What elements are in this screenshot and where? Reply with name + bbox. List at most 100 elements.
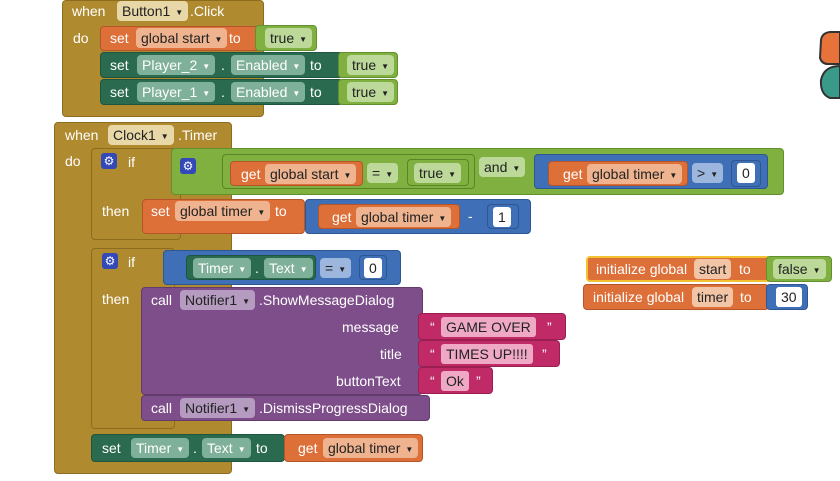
chevron-down-icon: ▼ bbox=[338, 265, 347, 274]
get-keyword: get bbox=[241, 166, 261, 182]
to-keyword: to bbox=[256, 440, 268, 456]
gear-icon[interactable]: ⚙ bbox=[102, 253, 118, 269]
dot: . bbox=[193, 440, 197, 456]
chevron-down-icon: ▼ bbox=[299, 35, 308, 44]
greater-than-operator-dropdown[interactable]: >▼ bbox=[692, 163, 724, 183]
chevron-down-icon: ▼ bbox=[343, 171, 352, 180]
open-quote: “ bbox=[430, 373, 435, 389]
variable-dropdown-global-start[interactable]: global start▼ bbox=[265, 164, 357, 184]
number-value-30[interactable]: 30 bbox=[776, 287, 802, 307]
chevron-down-icon: ▼ bbox=[292, 62, 301, 71]
true-dropdown[interactable]: true▼ bbox=[347, 55, 395, 75]
number-value-1[interactable]: 1 bbox=[493, 207, 511, 227]
then-keyword: then bbox=[102, 203, 130, 219]
variable-name-start[interactable]: start bbox=[694, 259, 732, 279]
variable-dropdown-global-timer[interactable]: global timer▼ bbox=[587, 164, 683, 184]
chevron-down-icon: ▼ bbox=[160, 132, 169, 141]
to-keyword: to bbox=[310, 57, 322, 73]
initialize-global-label: initialize global bbox=[593, 289, 685, 305]
variable-dropdown-global-timer[interactable]: global timer▼ bbox=[175, 201, 271, 221]
when-keyword: when bbox=[65, 127, 99, 143]
event-name: .Click bbox=[190, 3, 225, 19]
close-quote: ” bbox=[547, 319, 552, 335]
text-value-title[interactable]: TIMES UP!!!! bbox=[441, 344, 533, 364]
then-keyword: then bbox=[102, 291, 130, 307]
chevron-down-icon: ▼ bbox=[292, 89, 301, 98]
do-keyword: do bbox=[65, 153, 81, 169]
true-dropdown[interactable]: true▼ bbox=[347, 82, 395, 102]
param-label-button-text: buttonText bbox=[336, 373, 401, 389]
component-dropdown-player1[interactable]: Player_1▼ bbox=[137, 82, 216, 102]
chevron-down-icon: ▼ bbox=[405, 445, 414, 454]
component-dropdown-player2[interactable]: Player_2▼ bbox=[137, 55, 216, 75]
chevron-down-icon: ▼ bbox=[710, 170, 719, 179]
equals-operator-dropdown[interactable]: =▼ bbox=[367, 163, 399, 183]
gear-icon[interactable]: ⚙ bbox=[180, 158, 196, 174]
text-value-message[interactable]: GAME OVER bbox=[441, 317, 536, 337]
chevron-down-icon: ▼ bbox=[242, 297, 251, 306]
false-dropdown[interactable]: false▼ bbox=[773, 259, 826, 279]
close-quote: ” bbox=[542, 346, 547, 362]
dot: . bbox=[221, 84, 225, 100]
gear-icon[interactable]: ⚙ bbox=[101, 153, 117, 169]
equals-operator-dropdown[interactable]: =▼ bbox=[320, 258, 352, 278]
dot: . bbox=[221, 57, 225, 73]
to-keyword: to bbox=[310, 84, 322, 100]
method-name: .DismissProgressDialog bbox=[259, 400, 408, 416]
if-keyword: if bbox=[128, 254, 135, 270]
set-keyword: set bbox=[151, 203, 170, 219]
chevron-down-icon: ▼ bbox=[299, 265, 308, 274]
get-keyword: get bbox=[563, 166, 583, 182]
chevron-down-icon: ▼ bbox=[242, 405, 251, 414]
property-dropdown-text[interactable]: Text▼ bbox=[202, 438, 251, 458]
variable-dropdown-global-start[interactable]: global start▼ bbox=[136, 28, 228, 48]
initialize-global-timer-block[interactable] bbox=[583, 284, 769, 310]
number-value-0[interactable]: 0 bbox=[737, 163, 755, 183]
minus-operator: - bbox=[468, 208, 473, 224]
method-name: .ShowMessageDialog bbox=[259, 292, 395, 308]
component-dropdown-timer[interactable]: Timer▼ bbox=[131, 438, 190, 458]
chevron-down-icon: ▼ bbox=[176, 445, 185, 454]
component-dropdown-button1[interactable]: Button1▼ bbox=[117, 1, 189, 21]
call-keyword: call bbox=[151, 292, 173, 308]
set-keyword: set bbox=[102, 440, 121, 456]
property-dropdown-enabled[interactable]: Enabled▼ bbox=[231, 55, 306, 75]
property-dropdown-text[interactable]: Text▼ bbox=[264, 258, 313, 278]
event-name: .Timer bbox=[178, 127, 218, 143]
param-label-title: title bbox=[380, 346, 402, 362]
chevron-down-icon: ▼ bbox=[202, 89, 211, 98]
chevron-down-icon: ▼ bbox=[237, 445, 246, 454]
chevron-down-icon: ▼ bbox=[202, 62, 211, 71]
component-dropdown-notifier1[interactable]: Notifier1▼ bbox=[180, 290, 256, 310]
chevron-down-icon: ▼ bbox=[385, 170, 394, 179]
chevron-down-icon: ▼ bbox=[175, 8, 184, 17]
variable-dropdown-global-timer[interactable]: global timer▼ bbox=[323, 438, 419, 458]
close-quote: ” bbox=[476, 373, 481, 389]
get-keyword: get bbox=[332, 209, 352, 225]
variable-name-timer[interactable]: timer bbox=[692, 287, 734, 307]
property-dropdown-enabled[interactable]: Enabled▼ bbox=[231, 82, 306, 102]
component-dropdown-clock1[interactable]: Clock1▼ bbox=[108, 125, 174, 145]
chevron-down-icon: ▼ bbox=[381, 89, 390, 98]
to-keyword: to bbox=[275, 203, 287, 219]
component-dropdown-notifier1[interactable]: Notifier1▼ bbox=[180, 398, 256, 418]
get-keyword: get bbox=[298, 440, 318, 456]
variable-dropdown-global-timer[interactable]: global timer▼ bbox=[356, 207, 452, 227]
number-value-0[interactable]: 0 bbox=[364, 258, 382, 278]
text-value-button-text[interactable]: Ok bbox=[441, 371, 469, 391]
initialize-global-label: initialize global bbox=[596, 261, 688, 277]
to-keyword: to bbox=[229, 30, 241, 46]
chevron-down-icon: ▼ bbox=[448, 170, 457, 179]
set-keyword: set bbox=[110, 57, 129, 73]
to-keyword: to bbox=[740, 289, 752, 305]
set-keyword: set bbox=[110, 84, 129, 100]
mascot-icon bbox=[818, 31, 840, 99]
open-quote: “ bbox=[430, 346, 435, 362]
chevron-down-icon: ▼ bbox=[669, 171, 678, 180]
component-dropdown-timer[interactable]: Timer▼ bbox=[193, 258, 252, 278]
chevron-down-icon: ▼ bbox=[214, 35, 223, 44]
and-operator-dropdown[interactable]: and▼ bbox=[479, 157, 526, 177]
true-dropdown[interactable]: true▼ bbox=[265, 28, 313, 48]
chevron-down-icon: ▼ bbox=[381, 62, 390, 71]
true-dropdown[interactable]: true▼ bbox=[414, 163, 462, 183]
